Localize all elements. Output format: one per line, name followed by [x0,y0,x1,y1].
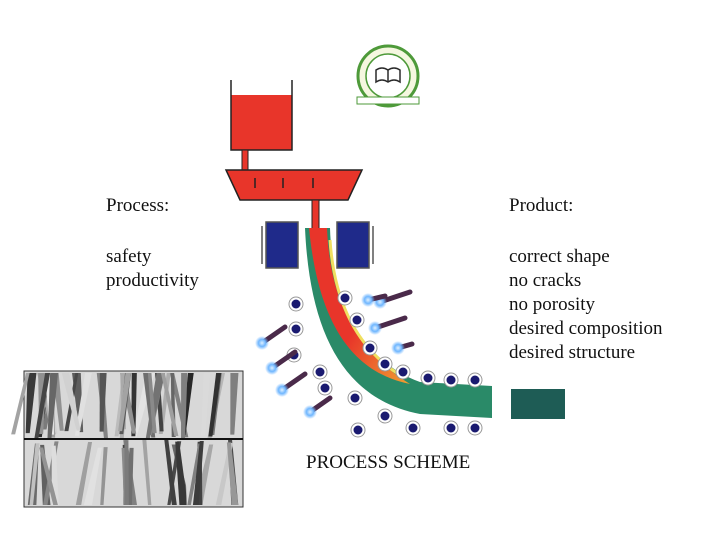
roller-icon [347,390,363,406]
grain-streak [100,447,108,505]
spray-nozzle-icon [303,395,333,419]
roller-icon [312,364,328,380]
grain-streak [145,373,166,439]
grain-streak [118,373,132,432]
ladle [230,80,293,173]
roller-icon [405,420,421,436]
grain-streak [47,373,59,438]
grain-streak [25,373,37,434]
grain-streak [230,373,239,435]
cast-slab [511,389,565,419]
grain-streak [74,373,92,436]
open-book-icon [375,67,401,84]
grain-streak [160,373,179,437]
roller-icon [350,422,366,438]
spray-nozzle-icon [361,293,388,307]
roller-icon [377,408,393,424]
roller-icon [395,364,411,380]
grain-streak [11,373,30,435]
grain-streak [147,373,157,434]
support-rollers [286,290,483,438]
spray-nozzle-icon [391,341,415,355]
roller-icon [420,370,436,386]
grain-streak [192,441,204,505]
roller-icon [362,340,378,356]
grain-streak [61,373,81,431]
grain-streak [181,373,188,439]
grain-streak [34,373,51,439]
microstructure-image [11,370,244,508]
product-item-composition: desired composition [509,318,663,339]
spray-nozzles [255,289,415,419]
spray-nozzle-icon [255,324,288,350]
spray-nozzle-icon [275,371,308,397]
roller-icon [288,321,304,337]
grain-streak [201,373,211,436]
scheme-caption: PROCESS SCHEME [306,452,471,473]
roller-icon [467,372,483,388]
spray-nozzle-icon [265,349,298,375]
grain-streak [164,439,177,505]
roller-icon [467,420,483,436]
grain-streak [29,443,40,505]
grain-streak [175,441,188,505]
roller-icon [317,380,333,396]
roller-icon [288,296,304,312]
product-heading: Product: [509,195,574,216]
grain-streak [39,447,58,505]
product-item-shape: correct shape [509,246,610,267]
grain-streak [226,442,239,505]
strand [305,228,492,418]
university-seal-icon [356,44,420,108]
grain-streak [124,440,129,505]
tundish [224,169,364,231]
process-item-safety: safety [106,246,152,267]
product-list: correct shape no cracks no porosity desi… [509,245,663,365]
roller-icon [443,372,459,388]
roller-icon [377,356,393,372]
grain-streak [208,373,222,437]
grain-streak [75,442,93,505]
roller-icon [349,312,365,328]
spray-nozzle-icon [368,315,408,335]
roller-icon [337,290,353,306]
grain-streak [142,439,152,505]
product-item-cracks: no cracks [509,270,582,291]
product-item-porosity: no porosity [509,294,596,315]
spray-nozzle-icon [373,289,413,309]
process-heading: Process: [106,195,170,216]
grain-streak [83,447,102,505]
grain-streak [99,373,107,432]
product-item-structure: desired structure [509,342,636,363]
process-list: safety productivity [106,245,199,293]
process-item-productivity: productivity [106,270,199,291]
roller-icon [443,420,459,436]
mould [261,221,374,269]
